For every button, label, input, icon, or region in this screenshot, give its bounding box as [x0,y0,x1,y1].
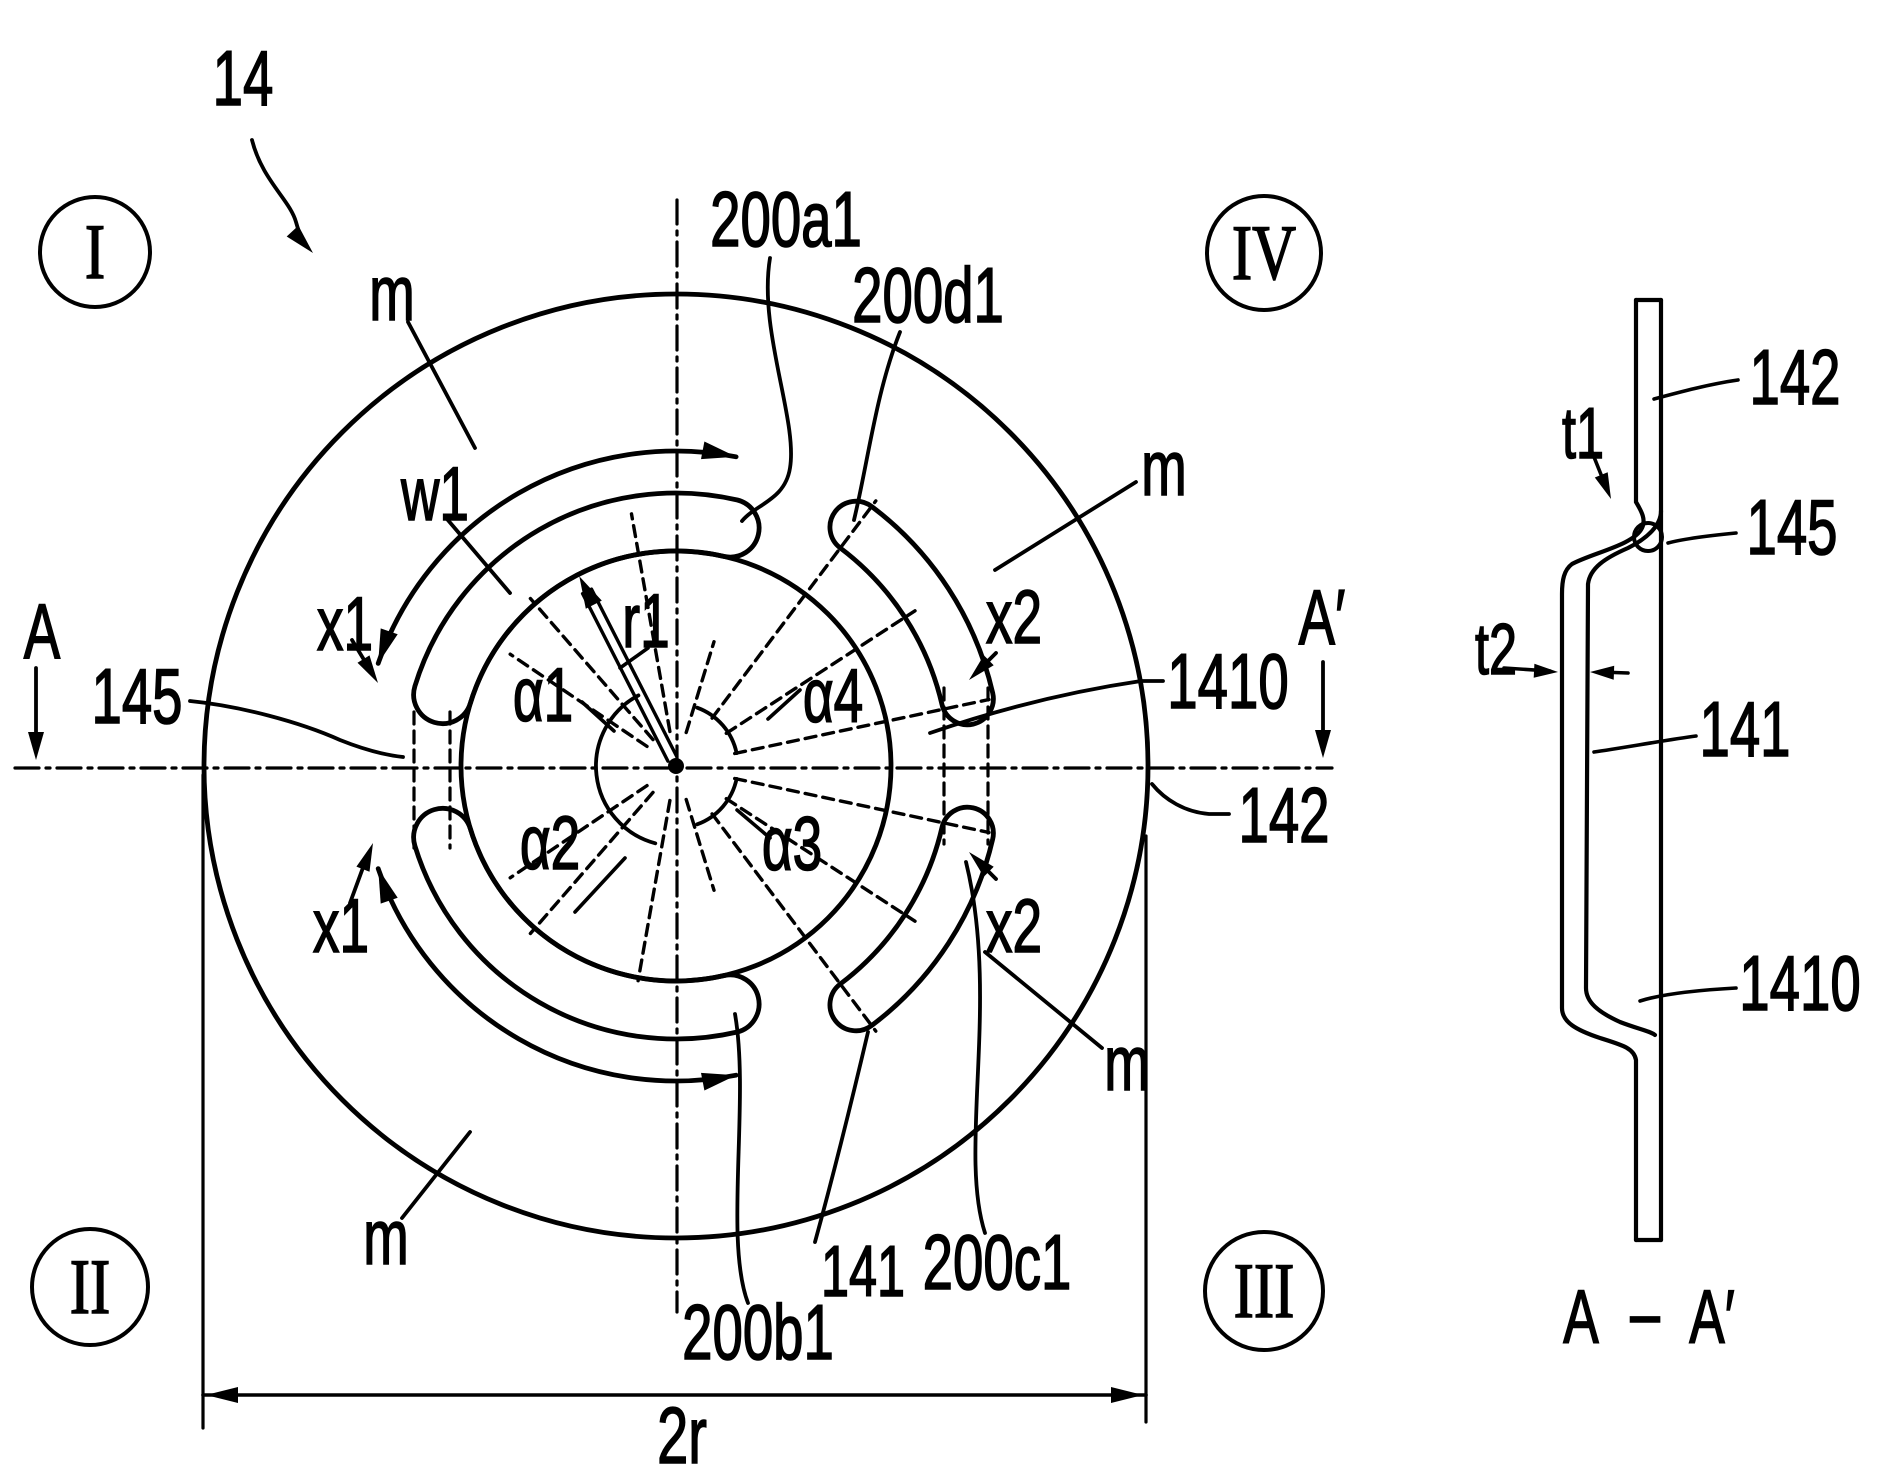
svg-text:141: 141 [821,1232,905,1312]
svg-text:A: A [24,588,60,675]
svg-text:x2: x2 [986,884,1042,969]
svg-text:x1: x1 [317,582,373,667]
svg-text:A′: A′ [1689,1275,1734,1360]
svg-text:α3: α3 [762,802,822,887]
svg-text:III: III [1234,1249,1295,1335]
svg-text:A′: A′ [1299,574,1346,661]
svg-text:200d1: 200d1 [852,252,1004,339]
svg-text:x2: x2 [986,575,1042,660]
svg-text:α1: α1 [513,653,573,738]
svg-text:IV: IV [1232,211,1296,297]
svg-text:A: A [1563,1275,1599,1360]
svg-text:142: 142 [1238,772,1329,859]
svg-text:200c1: 200c1 [923,1219,1072,1306]
svg-text:200a1: 200a1 [710,176,862,263]
svg-text:145: 145 [1746,484,1837,571]
svg-text:m: m [1141,425,1186,512]
svg-text:m: m [363,1194,408,1281]
svg-text:m: m [369,250,414,337]
svg-text:–: – [1630,1271,1660,1356]
svg-text:142: 142 [1749,334,1840,421]
svg-text:14: 14 [213,35,274,122]
svg-text:α2: α2 [520,801,580,886]
svg-text:r1: r1 [622,579,669,664]
svg-text:1410: 1410 [1739,940,1860,1027]
svg-text:α4: α4 [803,654,863,739]
svg-text:1410: 1410 [1167,638,1288,725]
svg-text:t1: t1 [1562,394,1604,474]
svg-text:w1: w1 [400,452,469,537]
svg-text:200b1: 200b1 [682,1289,834,1376]
svg-text:145: 145 [91,653,182,740]
svg-text:x1: x1 [313,884,369,969]
svg-text:m: m [1104,1020,1149,1107]
svg-text:2r: 2r [657,1390,707,1473]
svg-text:t2: t2 [1475,610,1517,690]
svg-text:141: 141 [1699,686,1790,773]
svg-text:I: I [85,210,105,296]
svg-text:II: II [70,1245,111,1331]
